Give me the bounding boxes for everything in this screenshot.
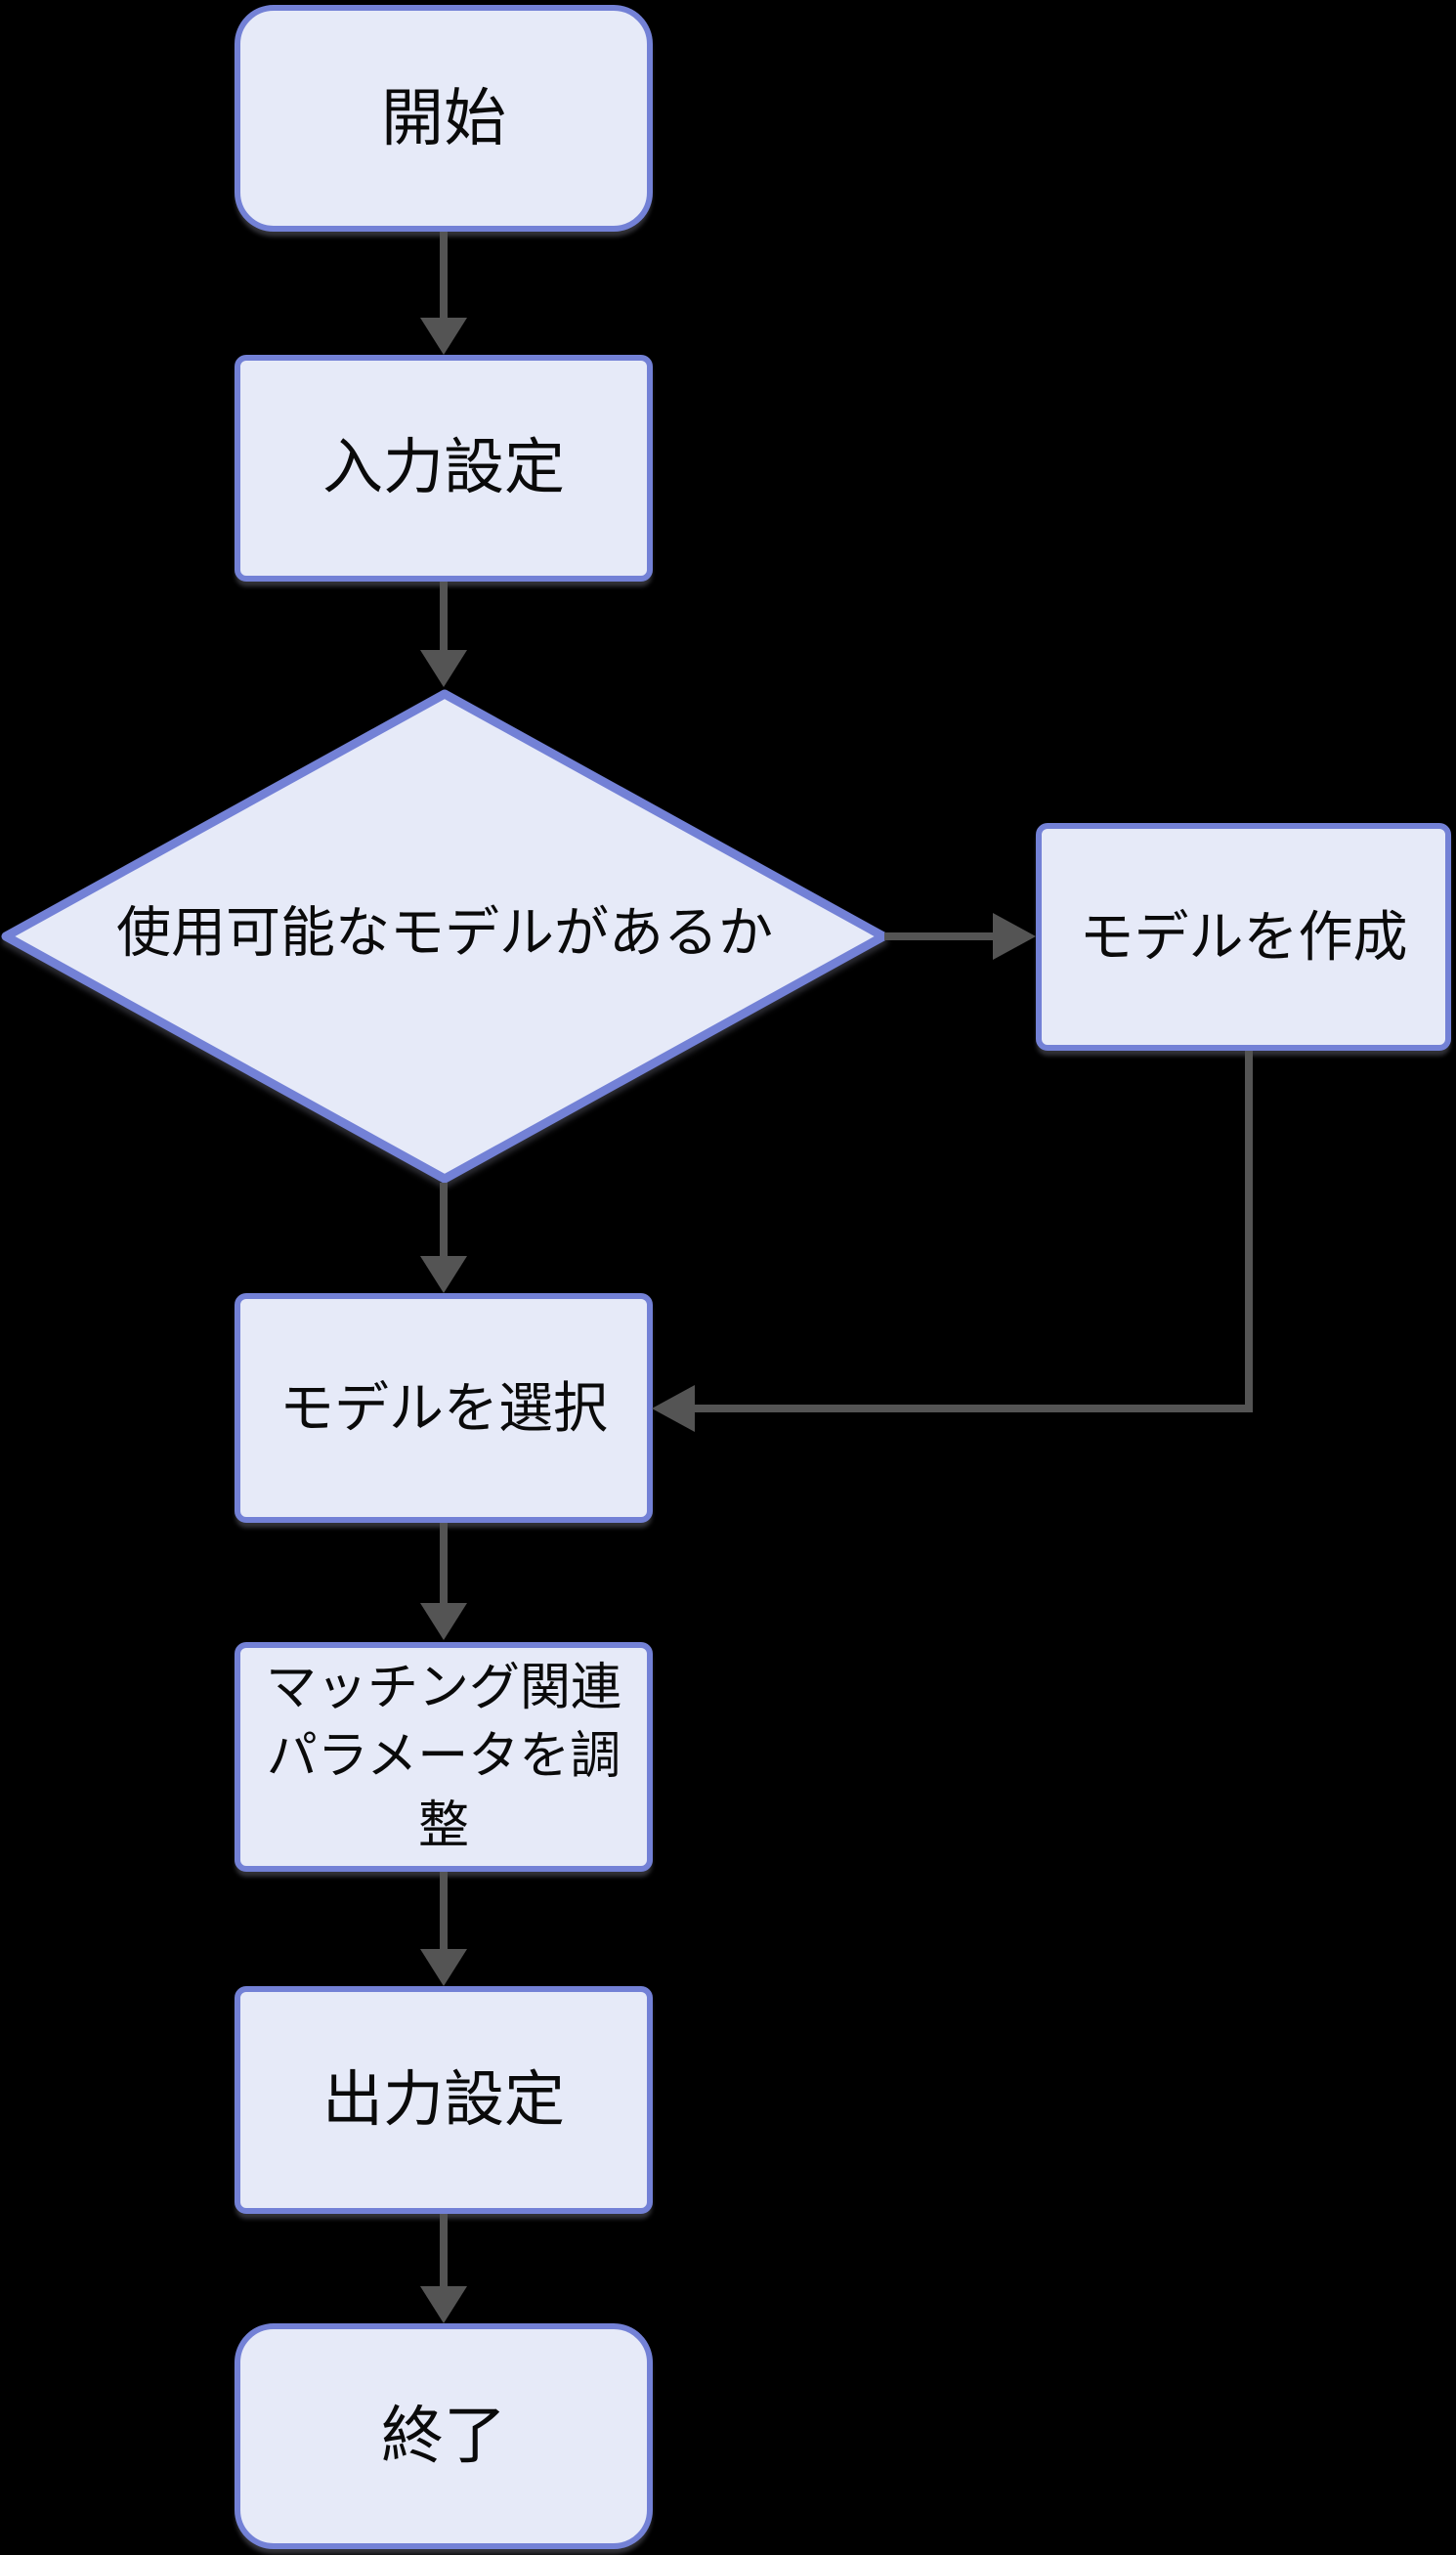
node-select-model: モデルを選択: [235, 1293, 653, 1523]
edge-create-to-select-horizontal: [695, 1405, 1253, 1412]
node-create-model-label: モデルを作成: [1079, 905, 1408, 968]
edge-decision-to-select: [440, 1183, 448, 1256]
edge-input-to-decision-arrowhead-icon: [420, 650, 467, 687]
node-input-settings: 入力設定: [235, 355, 653, 582]
decision-diamond-shape: [1, 689, 888, 1184]
node-end: 終了: [235, 2323, 653, 2549]
node-adjust-params-label: マッチング関連パラメータを調整: [265, 1660, 621, 1854]
node-select-model-label: モデルを選択: [279, 1376, 608, 1439]
edge-output-to-end-arrowhead-icon: [420, 2286, 467, 2323]
edge-decision-to-create: [884, 932, 993, 940]
node-output-settings: 出力設定: [235, 1986, 653, 2214]
edge-adjust-to-output: [440, 1872, 448, 1949]
edge-create-to-select-arrowhead-icon: [652, 1385, 695, 1432]
node-output-settings-label: 出力設定: [321, 2065, 565, 2134]
node-input-settings-label: 入力設定: [321, 434, 565, 502]
edge-create-to-select-vertical: [1245, 1051, 1253, 1412]
node-create-model: モデルを作成: [1036, 823, 1451, 1051]
edge-select-to-adjust-arrowhead-icon: [420, 1603, 467, 1640]
node-adjust-params: マッチング関連パラメータを調整: [235, 1642, 653, 1872]
edge-select-to-adjust: [440, 1523, 448, 1603]
edge-decision-to-select-arrowhead-icon: [420, 1256, 467, 1293]
node-model-available-decision: 使用可能なモデルがあるか: [0, 688, 889, 1185]
edge-start-to-input-arrowhead-icon: [420, 318, 467, 355]
edge-decision-to-create-arrowhead-icon: [993, 913, 1036, 960]
edge-start-to-input: [440, 232, 448, 318]
node-end-label: 終了: [381, 2401, 506, 2472]
edge-adjust-to-output-arrowhead-icon: [420, 1949, 467, 1986]
node-start: 開始: [235, 5, 653, 232]
node-model-available-label: 使用可能なモデルがあるか: [116, 901, 773, 964]
node-start-label: 開始: [381, 82, 506, 153]
edge-input-to-decision: [440, 582, 448, 650]
edge-output-to-end: [440, 2214, 448, 2286]
